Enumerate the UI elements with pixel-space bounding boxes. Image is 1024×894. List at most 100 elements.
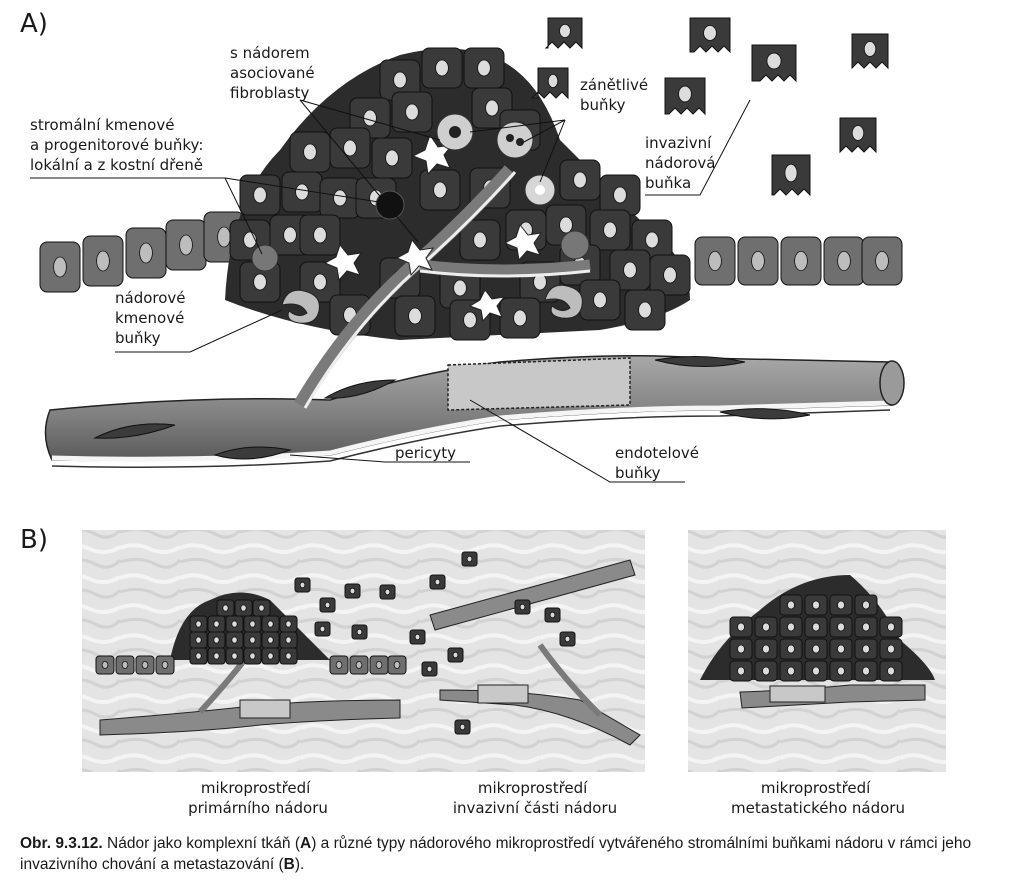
tumor-cell-mini xyxy=(207,615,226,633)
tumor-cell-mini xyxy=(189,631,208,649)
normal-epithelium-left xyxy=(39,211,245,293)
tumor-cell xyxy=(299,214,341,256)
tumor-cell-mini xyxy=(261,631,280,649)
invasive-cell-mini xyxy=(319,597,336,613)
invasive-cell-mini xyxy=(544,607,561,623)
tumor-cell-mini xyxy=(729,616,753,638)
tumor-cell xyxy=(281,171,323,213)
label-invasive: invazivní nádorová buňka xyxy=(645,134,720,192)
normal-cell-mini xyxy=(349,655,369,675)
figure-number: Obr. 9.3.12. xyxy=(20,835,103,852)
tumor-cell xyxy=(499,297,541,339)
tumor-cell xyxy=(391,91,433,133)
tumor-cell-mini xyxy=(879,638,903,660)
normal-cell xyxy=(82,235,124,287)
normal-cell-mini xyxy=(135,655,155,675)
invasive-cell xyxy=(544,17,583,50)
caption-invasive: mikroprostředí invazivní části nádoru xyxy=(453,779,617,817)
tumor-cell-mini xyxy=(189,615,208,633)
tumor-cell-mini xyxy=(279,631,298,649)
tumor-cell-mini xyxy=(189,647,208,665)
invasive-cell-mini xyxy=(409,629,426,645)
tumor-cell-mini xyxy=(279,615,298,633)
tumor-cell-mini xyxy=(754,638,778,660)
tumor-cell xyxy=(289,131,331,173)
tumor-cell-mini xyxy=(207,647,226,665)
label-fibroblasts: s nádorem asociované fibroblasty xyxy=(230,44,319,102)
tumor-cell-mini xyxy=(804,638,828,660)
tumor-cell-mini xyxy=(829,660,853,682)
normal-cell xyxy=(861,236,903,286)
tumor-cell-mini xyxy=(779,594,803,616)
leader-lines xyxy=(30,99,751,483)
tumor-cell xyxy=(329,127,371,169)
normal-cell xyxy=(125,227,167,279)
tumor-cell-mini xyxy=(854,638,878,660)
tumor-cell-mini xyxy=(779,616,803,638)
caption-metastatic: mikroprostředí metastatického nádoru xyxy=(731,779,905,817)
tumor-cell-mini xyxy=(779,660,803,682)
tumor-cell-mini xyxy=(252,599,271,617)
tumor-cell-mini xyxy=(243,647,262,665)
normal-cell-mini xyxy=(369,655,389,675)
tumor-cell-mini xyxy=(207,631,226,649)
tumor-cell xyxy=(559,159,601,201)
label-inflammatory: zánětlivé buňky xyxy=(580,76,653,114)
panel-b-scene-primary-invasive xyxy=(82,530,645,772)
normal-cell xyxy=(165,219,207,271)
tumor-cell-mini xyxy=(729,660,753,682)
invasive-cell-mini xyxy=(454,719,471,735)
tumor-cell-mini xyxy=(754,660,778,682)
tumor-cell xyxy=(624,289,666,331)
tumor-cell xyxy=(589,209,631,251)
tumor-cell xyxy=(379,59,421,101)
invasive-tumor-cells xyxy=(530,17,889,197)
normal-cell xyxy=(737,236,779,286)
inflammatory-cells xyxy=(436,113,556,206)
tumor-cell-mini xyxy=(829,594,853,616)
tumor-cell-mini xyxy=(754,616,778,638)
caption-ref-a: A xyxy=(300,835,312,852)
tumor-cell xyxy=(394,295,436,337)
invasive-cell xyxy=(530,67,569,100)
tumor-cell xyxy=(419,169,461,211)
invasive-cell-mini xyxy=(559,631,576,647)
normal-cell xyxy=(39,241,81,293)
invasive-cell xyxy=(851,33,889,70)
tumor-cell xyxy=(371,137,413,179)
tumor-cell xyxy=(459,219,501,261)
tumor-cell-mini xyxy=(779,638,803,660)
tumor-cell-mini xyxy=(854,594,878,616)
invasive-cell xyxy=(771,154,811,197)
metastatic-tumor-mini xyxy=(700,575,935,709)
normal-epithelium-right xyxy=(694,236,903,286)
tumor-cell xyxy=(579,279,621,321)
normal-cell xyxy=(694,236,736,286)
tumor-cell-mini xyxy=(854,660,878,682)
tumor-cell-mini xyxy=(854,616,878,638)
tumor-cell xyxy=(599,174,641,216)
label-tumor-stem: nádorové kmenové buňky xyxy=(115,289,190,347)
tumor-cell-mini xyxy=(225,631,244,649)
tumor-cell-mini xyxy=(279,647,298,665)
tumor-cell-mini xyxy=(804,594,828,616)
normal-cell-mini xyxy=(115,655,135,675)
invasive-cell xyxy=(751,44,797,83)
invasive-cell xyxy=(689,17,731,54)
normal-cell-mini xyxy=(329,655,349,675)
invasive-cell-mini xyxy=(461,551,478,567)
invasive-cell-mini xyxy=(429,574,446,590)
stromal-stem-cells xyxy=(251,190,590,272)
normal-cell-mini xyxy=(387,655,407,675)
tumor-cell-mini xyxy=(879,616,903,638)
label-pericytes: pericyty xyxy=(395,444,456,462)
invasive-cell-mini xyxy=(351,624,368,640)
label-stromal-stem: stromální kmenové a progenitorové buňky:… xyxy=(30,116,208,174)
panel-a-label: A) xyxy=(20,9,48,39)
normal-cell-mini xyxy=(95,655,115,675)
caption-ref-b: B xyxy=(283,856,295,873)
normal-cell-mini xyxy=(155,655,175,675)
invasive-cell-mini xyxy=(294,577,311,593)
tumor-cell xyxy=(649,254,691,296)
primary-normal-epithelium xyxy=(95,655,407,675)
